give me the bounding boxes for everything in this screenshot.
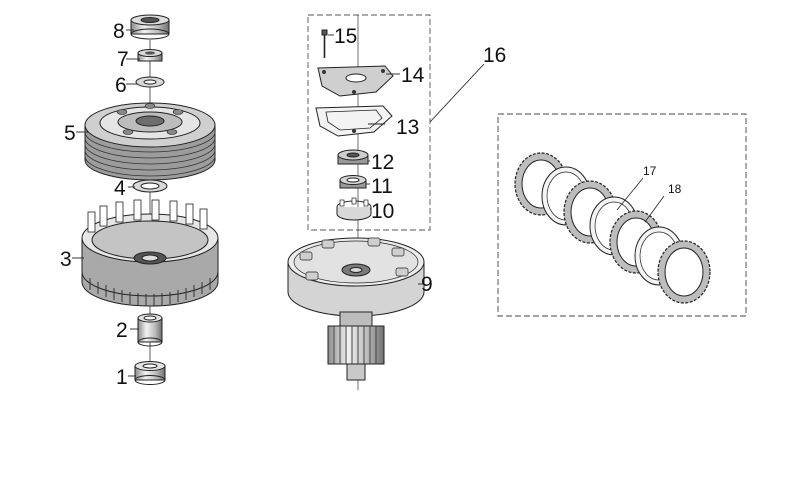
friction-plate-icon — [657, 240, 711, 304]
callout-1: 1 — [116, 366, 128, 389]
ball-bearing-icon — [130, 14, 170, 40]
leader-lines-right — [616, 177, 665, 223]
callout-6: 6 — [115, 74, 127, 97]
callout-17: 17 — [643, 164, 657, 178]
washer-icon — [135, 76, 165, 88]
nut-icon — [137, 49, 163, 62]
thrust-ring-icon — [132, 179, 168, 193]
castle-nut-icon — [336, 197, 372, 221]
clutch-pack-icon — [84, 102, 216, 181]
gasket-icon — [315, 105, 393, 137]
leader-lines-left — [72, 29, 140, 377]
callout-3: 3 — [60, 248, 72, 271]
bushing-icon — [137, 313, 163, 347]
callout-labels: 8 7 6 5 4 3 2 1 15 14 13 12 11 10 9 16 1… — [60, 20, 682, 389]
clutch-drum-icon — [287, 237, 425, 381]
callout-7: 7 — [117, 48, 129, 71]
friction-plate-set — [514, 152, 711, 304]
callout-18: 18 — [668, 182, 682, 196]
callout-10: 10 — [371, 200, 394, 223]
callout-13: 13 — [396, 116, 419, 139]
clutch-housing-icon — [81, 199, 219, 307]
subassembly-box-16 — [307, 14, 431, 231]
oil-seal-icon — [337, 149, 369, 165]
callout-12: 12 — [371, 151, 394, 174]
pressure-plate-icon — [317, 65, 394, 97]
callout-8: 8 — [113, 20, 125, 43]
callout-5: 5 — [64, 122, 76, 145]
callout-14: 14 — [401, 64, 425, 87]
callout-16: 16 — [483, 44, 506, 67]
callout-9: 9 — [421, 273, 433, 296]
leader-lines-center — [328, 34, 485, 285]
lock-ring-icon — [339, 175, 367, 189]
callout-2: 2 — [116, 319, 128, 342]
lower-bearing-icon — [134, 361, 166, 385]
callout-4: 4 — [114, 177, 126, 200]
callout-11: 11 — [371, 175, 393, 198]
screw-icon — [321, 29, 328, 58]
callout-15: 15 — [334, 25, 357, 48]
